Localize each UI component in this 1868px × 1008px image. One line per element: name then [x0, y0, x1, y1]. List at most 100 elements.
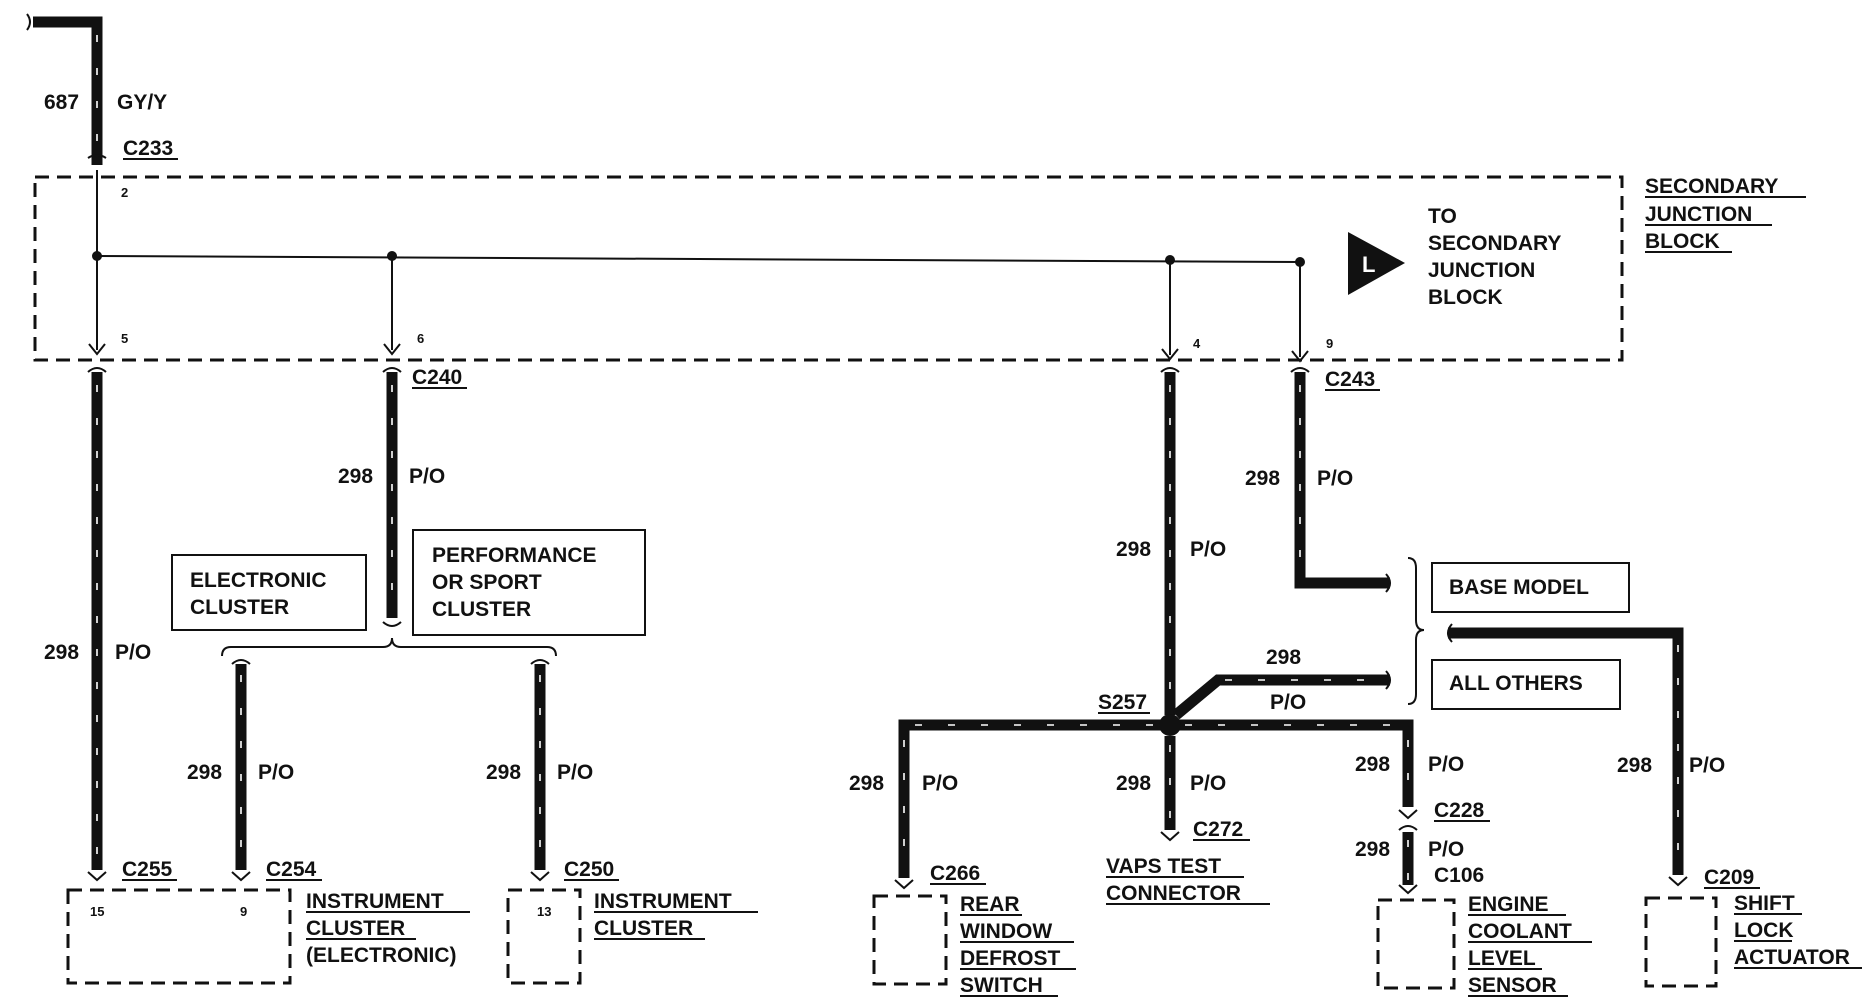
instrument-cluster-electronic: 15 9 C255 C254 INSTRUMENT CLUSTER (ELECT… [66, 858, 470, 985]
splice-s257: S257 [898, 691, 1414, 878]
svg-text:CONNECTOR: CONNECTOR [1106, 882, 1241, 905]
circuit-number: 298 [1617, 754, 1652, 777]
shift-lock-actuator: C209 SHIFT LOCK ACTUATOR [1644, 866, 1862, 988]
wire-color-code: P/O [1428, 753, 1464, 776]
svg-text:SHIFT: SHIFT [1734, 892, 1795, 915]
to-label-line: SECONDARY [1428, 232, 1561, 255]
instrument-cluster: 13 C250 INSTRUMENT CLUSTER [506, 858, 758, 985]
svg-text:SECONDARY: SECONDARY [1645, 175, 1778, 198]
svg-text:LEVEL: LEVEL [1468, 947, 1536, 970]
variant-box-electronic: ELECTRONIC CLUSTER [171, 554, 367, 631]
wire-color-code: P/O [115, 641, 151, 664]
connector-label: C243 [1325, 368, 1375, 391]
wire-color-code: P/O [557, 761, 593, 784]
wire-color-code: P/O [1270, 691, 1306, 714]
wire-298-c272: 298 P/O [1116, 736, 1226, 842]
circuit-number: 298 [1266, 646, 1301, 669]
wire-687: 687 GY/Y C233 [26, 13, 178, 165]
svg-text:13: 13 [537, 904, 551, 919]
connector-label: C255 [122, 858, 173, 881]
wire-color-code: GY/Y [117, 91, 167, 114]
pin-label: 9 [1326, 336, 1333, 351]
option-box-base-model: BASE MODEL [1431, 562, 1630, 613]
circuit-number: 298 [44, 641, 79, 664]
continuation-arrow-icon [1348, 232, 1405, 295]
circuit-number: 298 [338, 465, 373, 488]
option-brace [1407, 557, 1425, 705]
connector-label: C106 [1434, 864, 1484, 887]
to-label-line: JUNCTION [1428, 259, 1535, 282]
svg-text:PERFORMANCE: PERFORMANCE [432, 544, 597, 567]
connector-label: C233 [123, 137, 173, 160]
continuation-marker: L [1362, 252, 1375, 277]
wire-color-code: P/O [1190, 772, 1226, 795]
circuit-number: 298 [1355, 753, 1390, 776]
circuit-number: 298 [1116, 772, 1151, 795]
vaps-test-connector: C272 VAPS TEST CONNECTOR [1106, 818, 1270, 905]
circuit-number: 298 [1355, 838, 1390, 861]
wire-color-code: P/O [1317, 467, 1353, 490]
splice-label: S257 [1098, 691, 1147, 714]
svg-text:SWITCH: SWITCH [960, 974, 1043, 997]
wire-298-all-others: 298 P/O [1172, 646, 1391, 720]
variant-box-performance: PERFORMANCE OR SPORT CLUSTER [412, 529, 646, 636]
pin-label: 2 [121, 185, 128, 200]
circuit-number: 298 [187, 761, 222, 784]
svg-text:REAR: REAR [960, 893, 1020, 916]
wire-color-code: P/O [409, 465, 445, 488]
svg-text:(ELECTRONIC): (ELECTRONIC) [306, 944, 457, 967]
wire-color-code: P/O [1689, 754, 1725, 777]
svg-text:CLUSTER: CLUSTER [306, 917, 405, 940]
pin-label: 4 [1193, 336, 1201, 351]
circuit-number: 687 [44, 91, 79, 114]
wire-298-pin4: 298 P/O [1116, 367, 1226, 715]
wire-color-code: P/O [258, 761, 294, 784]
connector-label: C254 [266, 858, 317, 881]
circuit-number: 298 [1116, 538, 1151, 561]
svg-text:LOCK: LOCK [1734, 919, 1794, 942]
wire-color-code: P/O [1428, 838, 1464, 861]
to-label-line: BLOCK [1428, 286, 1503, 309]
svg-text:WINDOW: WINDOW [960, 920, 1052, 943]
wire-298-c243: C243 298 P/O [1245, 367, 1391, 593]
wire-298-c240: C240 298 P/O [221, 366, 557, 657]
svg-text:JUNCTION: JUNCTION [1645, 203, 1752, 226]
wire-298-c250: 298 P/O [486, 659, 593, 882]
svg-text:SENSOR: SENSOR [1468, 974, 1557, 997]
svg-text:ENGINE: ENGINE [1468, 893, 1549, 916]
engine-coolant-level-sensor: C106 ENGINE COOLANT LEVEL SENSOR [1376, 864, 1592, 997]
circuit-number: 298 [486, 761, 521, 784]
wire-color-code: P/O [922, 772, 958, 795]
svg-text:ALL OTHERS: ALL OTHERS [1449, 672, 1583, 695]
pin-label: 6 [417, 331, 424, 346]
option-box-all-others: ALL OTHERS [1431, 659, 1621, 710]
svg-text:CLUSTER: CLUSTER [432, 598, 531, 621]
svg-text:BLOCK: BLOCK [1645, 230, 1720, 253]
connector-label: C272 [1193, 818, 1243, 841]
svg-text:CLUSTER: CLUSTER [594, 917, 693, 940]
wire-298-c209: 298 P/O [1447, 623, 1725, 887]
wire-color-code: P/O [1190, 538, 1226, 561]
svg-text:INSTRUMENT: INSTRUMENT [306, 890, 444, 913]
wire-298-c254: 298 P/O [187, 659, 294, 882]
svg-text:9: 9 [240, 904, 247, 919]
pin-label: 5 [121, 331, 128, 346]
svg-text:DEFROST: DEFROST [960, 947, 1061, 970]
svg-text:ELECTRONIC: ELECTRONIC [190, 569, 327, 592]
connector-label: C266 [930, 862, 980, 885]
connector-label: C250 [564, 858, 614, 881]
rear-window-defrost-switch: C266 REAR WINDOW DEFROST SWITCH [872, 862, 1076, 997]
svg-text:CLUSTER: CLUSTER [190, 596, 289, 619]
svg-text:INSTRUMENT: INSTRUMENT [594, 890, 732, 913]
wire-298-c255: 298 P/O [44, 367, 151, 882]
svg-text:ACTUATOR: ACTUATOR [1734, 946, 1850, 969]
connector-label: C240 [412, 366, 462, 389]
svg-text:15: 15 [90, 904, 104, 919]
svg-text:BASE MODEL: BASE MODEL [1449, 576, 1589, 599]
circuit-number: 298 [1245, 467, 1280, 490]
svg-text:COOLANT: COOLANT [1468, 920, 1572, 943]
secondary-junction-block: 2 5 6 4 9 L TO SECONDARY JUNCTION BLOCK [33, 170, 1624, 363]
junction-block-label: SECONDARY JUNCTION BLOCK [1645, 175, 1806, 253]
svg-text:VAPS TEST: VAPS TEST [1106, 855, 1221, 878]
